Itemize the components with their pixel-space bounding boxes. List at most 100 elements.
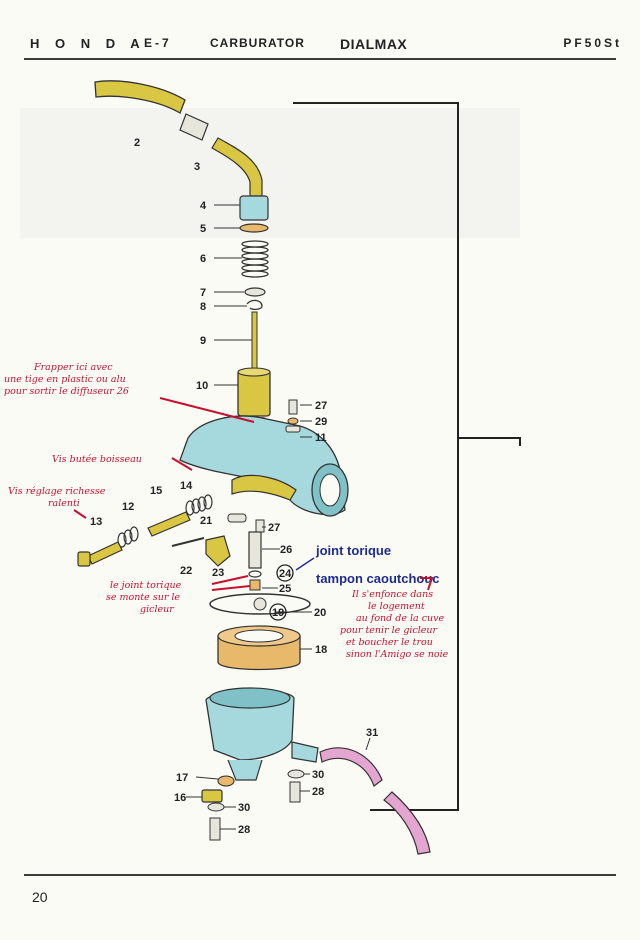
float-arm-23 <box>205 535 231 567</box>
jet-25 <box>249 579 261 591</box>
part-number-29: 29 <box>315 416 327 428</box>
page-header: H O N D A E-7 CARBURATOR DIALMAX PF50St <box>30 36 622 58</box>
tampon-note-line-5: et boucher le trou <box>346 637 433 648</box>
part-number-21: 21 <box>200 515 212 527</box>
part-number-17: 17 <box>176 772 188 784</box>
washer-5 <box>239 223 269 233</box>
joint-torique-label: joint torique <box>315 543 391 558</box>
screw-27-mid <box>255 519 265 533</box>
screw-28-left <box>209 817 221 841</box>
part-number-14: 14 <box>180 480 193 492</box>
part-number-28-left: 28 <box>238 824 250 836</box>
part-number-9: 9 <box>200 335 206 347</box>
section-title: CARBURATOR <box>210 36 305 50</box>
part-number-27-top: 27 <box>315 400 327 412</box>
annotation-joint-torique-note: le joint torique se monte sur le gicleur <box>106 575 251 615</box>
washer-17 <box>217 775 235 787</box>
diffuser-26 <box>248 531 262 569</box>
part-number-7: 7 <box>200 287 206 299</box>
joint-note-line-3: gicleur <box>140 604 175 615</box>
joint-arrow-2 <box>211 585 251 591</box>
part-number-22: 22 <box>180 565 192 577</box>
footer-rule <box>24 874 616 876</box>
background-panel <box>20 108 520 238</box>
part-number-4: 4 <box>200 200 207 212</box>
part-number-2: 2 <box>134 137 140 149</box>
part-number-31: 31 <box>366 727 378 739</box>
annotation-frapper: Frapper ici avec une tige en plastic ou … <box>4 362 255 423</box>
frapper-line-1: Frapper ici avec <box>33 362 113 373</box>
vis-butee-label: Vis butée boisseau <box>52 454 142 465</box>
model-label: PF50St <box>563 36 622 50</box>
clip-8 <box>246 299 263 310</box>
spring-6 <box>241 240 269 278</box>
gasket-20 <box>209 593 311 615</box>
tampon-arrow <box>420 577 434 591</box>
tampon-note-line-2: le logement <box>368 601 425 612</box>
annotation-tampon-note: Il s'enfonce dans le logement au fond de… <box>340 589 449 660</box>
annotation-vis-reglage: Vis réglage richesse ralenti <box>8 486 106 519</box>
top-nut-4 <box>239 195 269 221</box>
part-number-24: 24 <box>279 568 292 580</box>
part-number-15: 15 <box>150 485 162 497</box>
frapper-line-3: pour sortir le diffuseur 26 <box>4 386 129 397</box>
drain-hose-31-bottom <box>383 791 431 855</box>
float-valve-19 <box>253 597 267 611</box>
tampon-label: tampon caoutchouc <box>316 571 440 586</box>
tampon-note-line-6: sinon l'Amigo se noie <box>346 649 449 660</box>
throttle-valve-10 <box>237 369 271 417</box>
part-number-30-right: 30 <box>312 769 324 781</box>
header-rule <box>24 58 616 60</box>
air-screw-13 <box>87 541 123 565</box>
chamber-base <box>227 759 263 781</box>
part-number-28-right: 28 <box>312 786 324 798</box>
part-number-24-circle <box>276 564 294 582</box>
choke-plate-11 <box>285 425 301 433</box>
part-number-18: 18 <box>315 644 327 656</box>
idle-stop-screw-15 <box>147 511 191 537</box>
vis-reglage-line-2: ralenti <box>48 498 80 509</box>
carburetor-body <box>179 415 346 516</box>
part-number-13: 13 <box>90 516 102 528</box>
jet-needle-9 <box>251 311 258 371</box>
tampon-note-line-3: au fond de la cuve <box>356 613 445 624</box>
part-number-26: 26 <box>280 544 292 556</box>
joint-note-line-1: le joint torique <box>110 580 182 591</box>
section-code: E-7 <box>144 36 172 50</box>
spring-14 <box>185 494 213 516</box>
tampon-note-line-4: pour tenir le gicleur <box>340 625 439 636</box>
part-number-19: 19 <box>272 607 284 619</box>
retainer-7 <box>244 287 266 297</box>
part-number-10: 10 <box>196 380 208 392</box>
spring-12 <box>117 526 139 548</box>
drain-hose-31-top <box>319 747 383 787</box>
float-hole <box>234 629 284 643</box>
throttle-valve-top <box>237 367 271 377</box>
joint-torique-pointer <box>295 557 315 571</box>
leader-lines <box>186 204 371 830</box>
part-number-5: 5 <box>200 223 206 235</box>
throttle-lever <box>231 474 297 501</box>
vis-reglage-arrow <box>73 509 87 519</box>
brand-label: H O N D A <box>30 36 146 51</box>
washer-29 <box>287 417 299 425</box>
float-chamber-opening <box>209 687 291 709</box>
screw-28-right <box>289 781 301 803</box>
o-ring-24-part <box>248 570 262 578</box>
part-number-8: 8 <box>200 301 206 313</box>
part-number-16: 16 <box>174 792 186 804</box>
washer-30-right <box>287 769 305 779</box>
part-numbers: 2 3 4 5 6 7 8 9 10 27 29 11 14 15 12 13 … <box>90 137 378 836</box>
frapper-line-2: une tige en plastic ou alu <box>4 374 126 385</box>
throttle-cap-2 <box>94 80 186 114</box>
part-number-23: 23 <box>212 567 224 579</box>
annotation-vis-butee: Vis butée boisseau <box>52 454 193 471</box>
part-number-6: 6 <box>200 253 206 265</box>
air-screw-head <box>77 551 91 567</box>
vis-reglage-line-1: Vis réglage richesse <box>8 486 106 497</box>
washer-30-left <box>207 802 225 812</box>
page-number: 20 <box>32 889 48 905</box>
intake-bore-inner <box>319 473 341 507</box>
vis-butee-arrow <box>171 457 193 471</box>
